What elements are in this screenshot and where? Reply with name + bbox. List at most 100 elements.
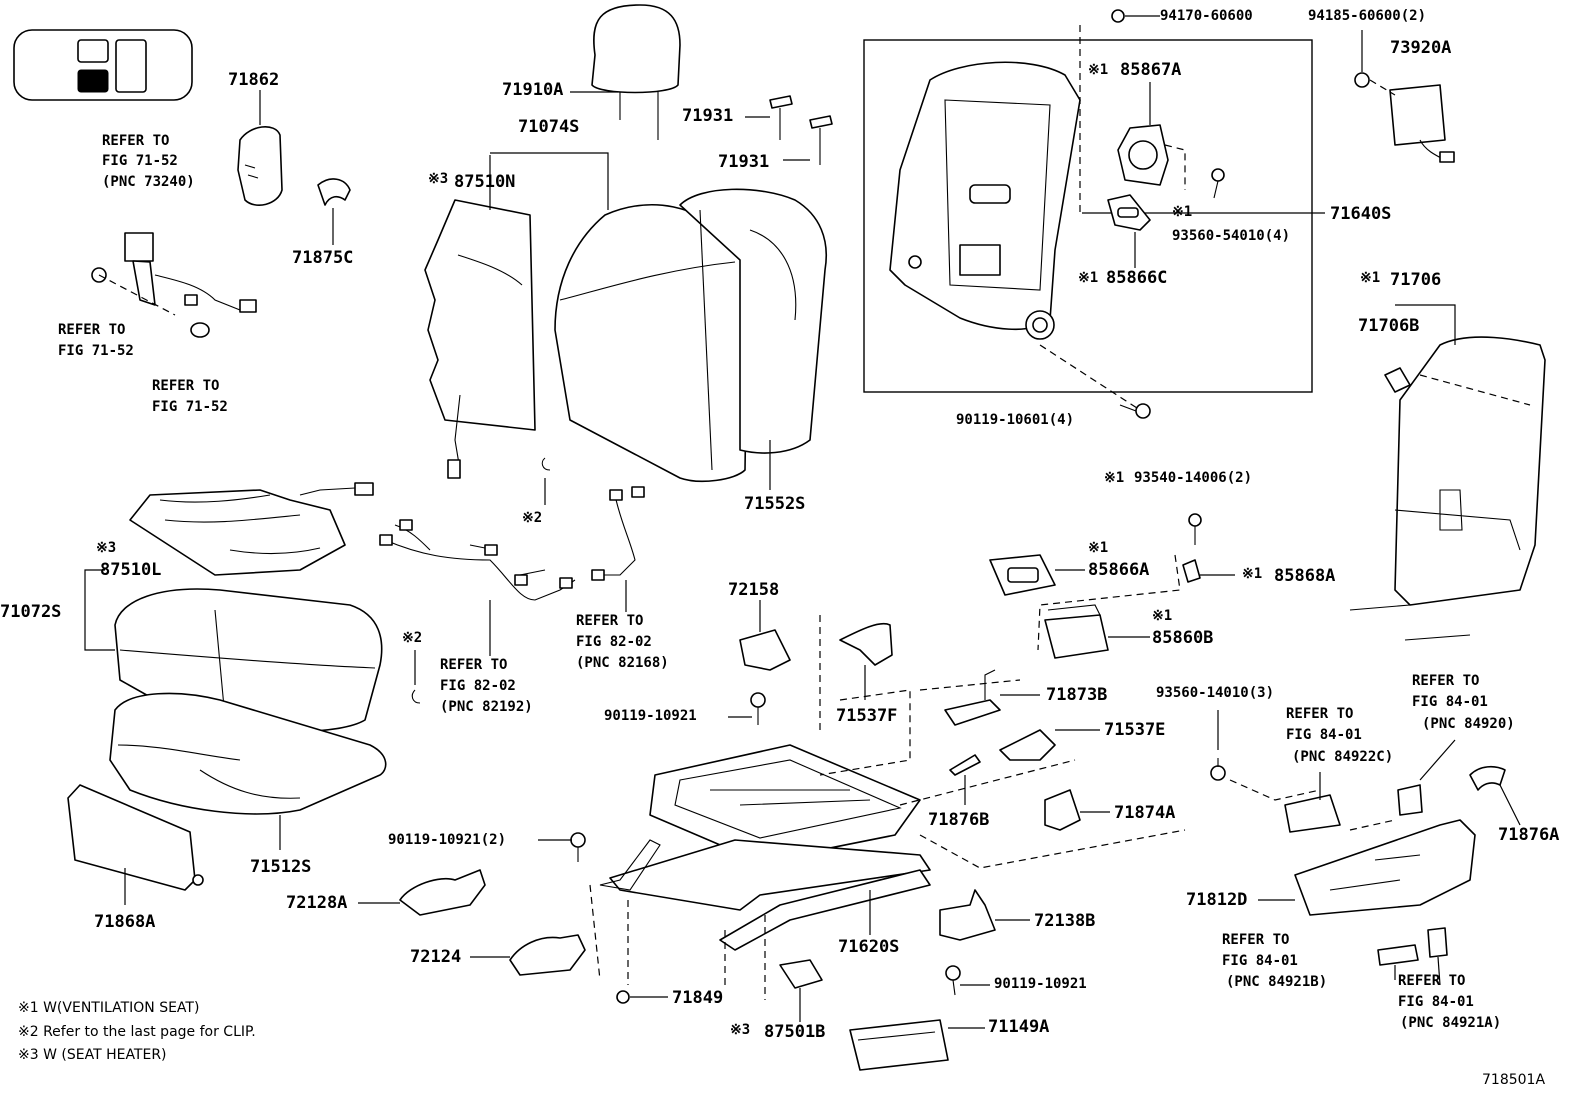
seat-locator-icon [13, 29, 193, 101]
seatback-frame-icon [889, 25, 1325, 411]
callout-90119-10601: 90119-10601(4) [956, 412, 1075, 428]
callout-71512S: 71512S [250, 857, 312, 877]
callout-ref-84-01-d-1: REFER TO [1398, 973, 1466, 989]
callout-ref-71-52-a-2: FIG 71-52 [102, 153, 178, 169]
callout-71931-a: 71931 [682, 106, 734, 126]
callout-85867A-mark: ※1 [1088, 62, 1109, 78]
callout-71849: 71849 [672, 988, 724, 1008]
callout-ref-71-52-c-1: REFER TO [152, 378, 220, 394]
callout-71862: 71862 [228, 70, 280, 90]
callout-85866A-mark: ※1 [1088, 540, 1109, 556]
callout-93540-14006: 93540-14006(2) [1134, 470, 1253, 486]
seatback-board-icon [1349, 304, 1546, 641]
callout-ref-84-01-b-1: REFER TO [1412, 673, 1480, 689]
callout-ref-84-01-c-1: REFER TO [1222, 932, 1290, 948]
callout-ref-82-02-a-1: REFER TO [440, 657, 508, 673]
callout-71072S: 71072S [0, 602, 62, 622]
frame-assembly-box [863, 39, 1313, 393]
seatback-wire-harness-icon [591, 486, 645, 612]
callout-71875C: 71875C [292, 248, 354, 268]
footnote-1: ※1 W(VENTILATION SEAT) [18, 1000, 200, 1016]
headrest-guide-icon [745, 95, 833, 165]
seat-belt-buckle-icon [91, 232, 257, 338]
blower-icon [1354, 30, 1455, 163]
callout-71812D: 71812D [1186, 890, 1248, 910]
ventilation-fan-icon [1117, 82, 1186, 190]
callout-ref-84-01-a-2: FIG 84-01 [1286, 727, 1362, 743]
callout-ref-84-01-a-3: (PNC 84922C) [1292, 749, 1394, 765]
clip-icon [411, 457, 551, 704]
seatback-cover-icon [490, 152, 827, 490]
footnote-2: ※2 Refer to the last page for CLIP. [18, 1024, 256, 1040]
callout-ref-84-01-a-1: REFER TO [1286, 706, 1354, 722]
bracket-icon [739, 600, 1110, 831]
callout-ref-82-02-a-2: FIG 82-02 [440, 678, 516, 694]
callout-71876B: 71876B [928, 810, 990, 830]
callout-87501B-mark: ※3 [730, 1022, 751, 1038]
callout-71552S: 71552S [744, 494, 806, 514]
callout-71706B: 71706B [1358, 316, 1420, 336]
callout-ref-71-52-b-2: FIG 71-52 [58, 343, 134, 359]
callout-ref-71-52-a-1: REFER TO [102, 133, 170, 149]
cushion-heater-icon [129, 482, 374, 576]
callout-71910A: 71910A [502, 80, 564, 100]
callout-85866C-mark: ※1 [1078, 270, 1099, 286]
front-trim-icon [67, 784, 204, 905]
callout-71706-mark: ※1 [1360, 270, 1381, 286]
callout-ref-84-01-c-3: (PNC 84921B) [1226, 974, 1328, 990]
callout-ref-84-01-c-2: FIG 84-01 [1222, 953, 1298, 969]
callout-93560-54010: 93560-54010(4) [1172, 228, 1291, 244]
part-71875C-icon [317, 178, 351, 245]
callout-94170-60600: 94170-60600 [1160, 8, 1253, 24]
callout-94185-60600: 94185-60600(2) [1308, 8, 1427, 24]
callout-ref-84-01-b-3: (PNC 84920) [1422, 716, 1515, 732]
callout-87510L: 87510L [100, 560, 162, 580]
screw-icon [1111, 9, 1225, 419]
callout-72124: 72124 [410, 947, 462, 967]
callout-71706: 71706 [1390, 270, 1442, 290]
callout-85868A: 85868A [1274, 566, 1336, 586]
figure-number: 718501A [1482, 1072, 1546, 1088]
callout-72158: 72158 [728, 580, 780, 600]
callout-93560-14010: 93560-14010(3) [1156, 685, 1275, 701]
callout-71873B: 71873B [1046, 685, 1108, 705]
callout-71149A: 71149A [988, 1017, 1050, 1037]
headrest-icon [570, 4, 681, 140]
footnote-3: ※3 W (SEAT HEATER) [18, 1047, 167, 1063]
callout-clip-mark-b: ※2 [402, 630, 423, 646]
assembly-guide-lines [589, 615, 1396, 1000]
callout-87510N: 87510N [454, 172, 516, 192]
callout-ref-84-01-b-2: FIG 84-01 [1412, 694, 1488, 710]
callout-85866A: 85866A [1088, 560, 1150, 580]
seat-adjuster-icon [599, 744, 931, 951]
callout-ref-84-01-d-3: (PNC 84921A) [1400, 1015, 1502, 1031]
callout-71537F: 71537F [836, 706, 898, 726]
callout-ref-71-52-b-1: REFER TO [58, 322, 126, 338]
callout-ref-84-01-d-2: FIG 84-01 [1398, 994, 1474, 1010]
callout-85860B-mark: ※1 [1152, 608, 1173, 624]
callout-87510N-mark: ※3 [428, 171, 449, 187]
callout-93540-14006-mark: ※1 [1104, 470, 1125, 486]
leg-cover-icon [358, 869, 1030, 1071]
callout-72128A: 72128A [286, 893, 348, 913]
callout-71640S: 71640S [1330, 204, 1392, 224]
callout-71874A: 71874A [1114, 803, 1176, 823]
callout-71074S: 71074S [518, 117, 580, 137]
callout-71620S: 71620S [838, 937, 900, 957]
seatback-heater-icon [424, 155, 536, 479]
callout-71868A: 71868A [94, 912, 156, 932]
callout-ref-82-02-b-3: (PNC 82168) [576, 655, 669, 671]
callout-ref-82-02-a-3: (PNC 82192) [440, 699, 533, 715]
callout-73920A: 73920A [1390, 38, 1452, 58]
callout-ref-82-02-b-1: REFER TO [576, 613, 644, 629]
callout-90119-10921-2: 90119-10921(2) [388, 832, 507, 848]
part-71862-icon [237, 90, 283, 206]
bolt-icon [538, 692, 1226, 1004]
callout-ref-82-02-b-2: FIG 82-02 [576, 634, 652, 650]
side-shield-icon [1258, 739, 1521, 986]
callout-85867A: 85867A [1120, 60, 1182, 80]
callout-71876A: 71876A [1498, 825, 1560, 845]
callout-85860B: 85860B [1152, 628, 1214, 648]
callout-90119-10921-b: 90119-10921 [994, 976, 1087, 992]
